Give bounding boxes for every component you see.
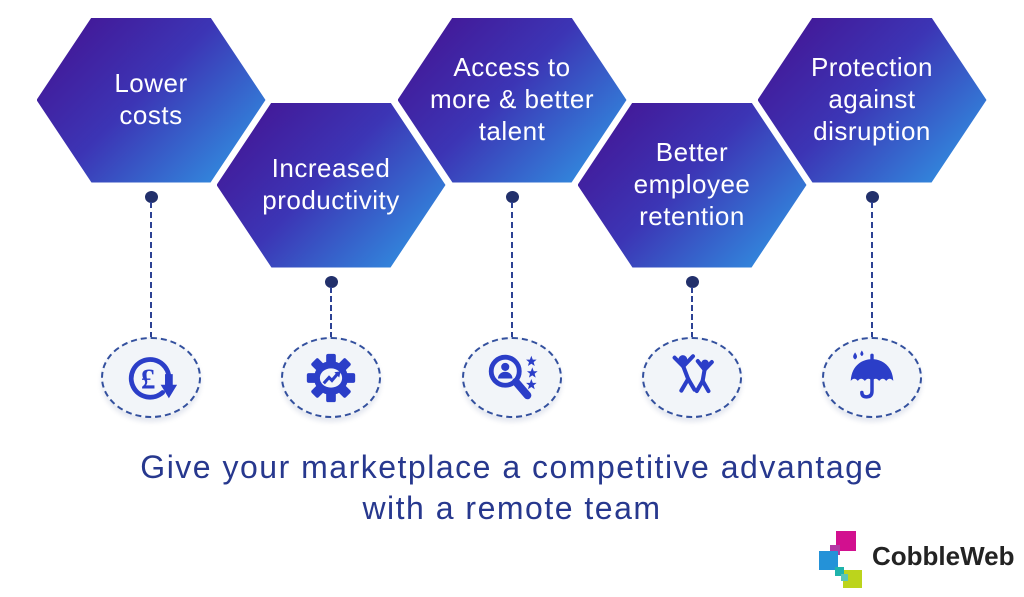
hexagon-label: Lower costs [114,68,188,130]
logo-square-magenta [836,531,856,551]
connector-dashed-line [330,287,332,338]
hexagon-label: Increased productivity [262,153,400,215]
connector-dot [866,191,879,203]
hexagon-access-talent: Access to more & better talent [395,15,629,185]
employee-retention-icon [672,353,714,393]
hexagon-increased-productivity: Increased productivity [214,100,448,270]
cobbleweb-logo: CobbleWeb [818,528,1018,592]
cobbleweb-logo-mark-icon [818,528,864,590]
connector-dashed-line [691,287,693,338]
icon-circle-protection [822,337,922,418]
icon-circle-lower-costs: £ [101,337,201,418]
hexagon-protection-disruption-face: Protection against disruption [757,17,987,183]
logo-square-teal-small [841,574,848,581]
pound-cost-reduction-icon: £ [128,356,178,400]
connector-dot [506,191,519,203]
talent-search-icon [488,354,538,399]
umbrella-protection-icon [850,349,894,399]
hexagon-employee-retention: Better employee retention [575,100,809,270]
gear-productivity-icon [306,353,356,402]
logo-square-teal [835,567,844,576]
connector-dashed-line [150,202,152,338]
hexagon-access-talent-face: Access to more & better talent [397,17,627,183]
connector-dot [325,276,338,288]
logo-square-pink [830,545,840,555]
icon-circle-talent-search [462,337,562,418]
main-title: Give your marketplace a competitive adva… [140,449,884,526]
hexagon-lower-costs-face: Lower costs [36,17,266,183]
connector-dashed-line [511,202,513,338]
hexagon-employee-retention-face: Better employee retention [577,102,807,268]
connector-dot [145,191,158,203]
icon-circle-productivity [281,337,381,418]
icon-circle-employee-retention [642,337,742,418]
hexagon-increased-productivity-face: Increased productivity [216,102,446,268]
cobbleweb-logo-text: CobbleWeb [872,541,1015,571]
hexagon-label: Better employee retention [633,137,751,231]
logo-square-blue [819,551,838,570]
connector-dot [686,276,699,288]
hexagon-protection-disruption: Protection against disruption [755,15,989,185]
hexagon-lower-costs: Lower costs [34,15,268,185]
svg-text:£: £ [141,363,156,395]
connector-dashed-line [871,202,873,338]
hexagon-label: Protection against disruption [810,52,934,146]
hexagon-label: Access to more & better talent [429,52,594,146]
